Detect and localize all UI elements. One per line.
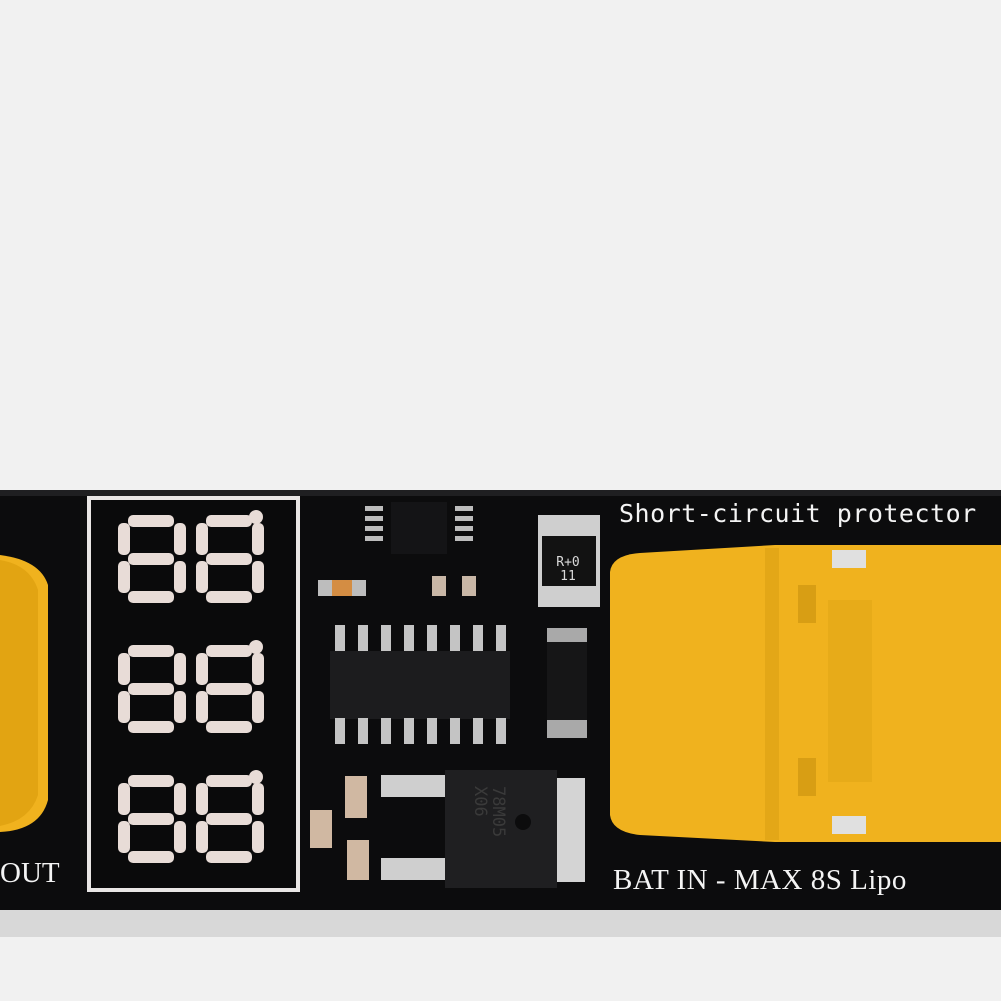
input-label: BAT IN - MAX 8S Lipo	[613, 864, 907, 896]
segment	[174, 523, 186, 555]
regulator	[445, 770, 557, 888]
decimal-point	[249, 510, 263, 524]
segment	[206, 721, 252, 733]
ic-pin	[404, 625, 414, 651]
driver-ic-pins	[335, 625, 506, 744]
segment	[174, 783, 186, 815]
resistor-marking: R+0 11	[556, 555, 580, 584]
ic-pin	[381, 625, 391, 651]
ic-pin	[427, 625, 437, 651]
segment	[128, 721, 174, 733]
segment	[196, 821, 208, 853]
ic-pin	[473, 718, 483, 744]
ic-pin	[381, 718, 391, 744]
mcu-pins	[365, 506, 473, 541]
segment	[174, 691, 186, 723]
ic-pin	[358, 625, 368, 651]
segment	[206, 851, 252, 863]
ic-pin	[450, 718, 460, 744]
pcb-edge	[0, 490, 1001, 496]
segment	[206, 775, 252, 787]
segment	[206, 645, 252, 657]
passive-components	[310, 576, 476, 880]
segment	[128, 515, 174, 527]
segment	[252, 653, 264, 685]
segment	[118, 783, 130, 815]
segment	[118, 653, 130, 685]
ic-pin	[358, 718, 368, 744]
ic-pin	[335, 625, 345, 651]
ic-pin	[450, 625, 460, 651]
segment	[252, 783, 264, 815]
ic-pin	[404, 718, 414, 744]
segment	[118, 561, 130, 593]
segment	[118, 691, 130, 723]
segment	[174, 821, 186, 853]
segment	[252, 523, 264, 555]
segment	[128, 591, 174, 603]
ic-pin	[496, 718, 506, 744]
decimal-point	[249, 640, 263, 654]
segment	[174, 653, 186, 685]
segment	[174, 561, 186, 593]
regulator-marking: 78M05 X06	[470, 786, 508, 838]
seven-segment-display	[118, 510, 264, 863]
segment	[128, 645, 174, 657]
segment	[128, 683, 174, 695]
ic-pin	[335, 718, 345, 744]
ic-pin	[473, 625, 483, 651]
segment	[252, 561, 264, 593]
segment	[206, 683, 252, 695]
board-title-label: Short-circuit protector	[619, 499, 977, 528]
decimal-point	[249, 770, 263, 784]
segment	[206, 515, 252, 527]
mcu-chip	[391, 502, 447, 554]
solder-pads	[381, 775, 447, 880]
segment	[128, 813, 174, 825]
segment	[206, 813, 252, 825]
segment	[252, 691, 264, 723]
segment	[196, 561, 208, 593]
board-shadow	[0, 905, 1001, 937]
input-connector	[610, 545, 1001, 842]
segment	[196, 691, 208, 723]
segment	[252, 821, 264, 853]
segment	[118, 821, 130, 853]
segment	[128, 775, 174, 787]
ic-pin	[427, 718, 437, 744]
segment	[128, 553, 174, 565]
output-connector	[0, 555, 48, 832]
segment	[196, 783, 208, 815]
segment	[206, 591, 252, 603]
segment	[206, 553, 252, 565]
ic-pin	[496, 625, 506, 651]
segment	[196, 653, 208, 685]
segment	[128, 851, 174, 863]
segment	[118, 523, 130, 555]
output-label: OUT	[0, 857, 60, 889]
driver-ic	[330, 651, 510, 719]
segment	[196, 523, 208, 555]
